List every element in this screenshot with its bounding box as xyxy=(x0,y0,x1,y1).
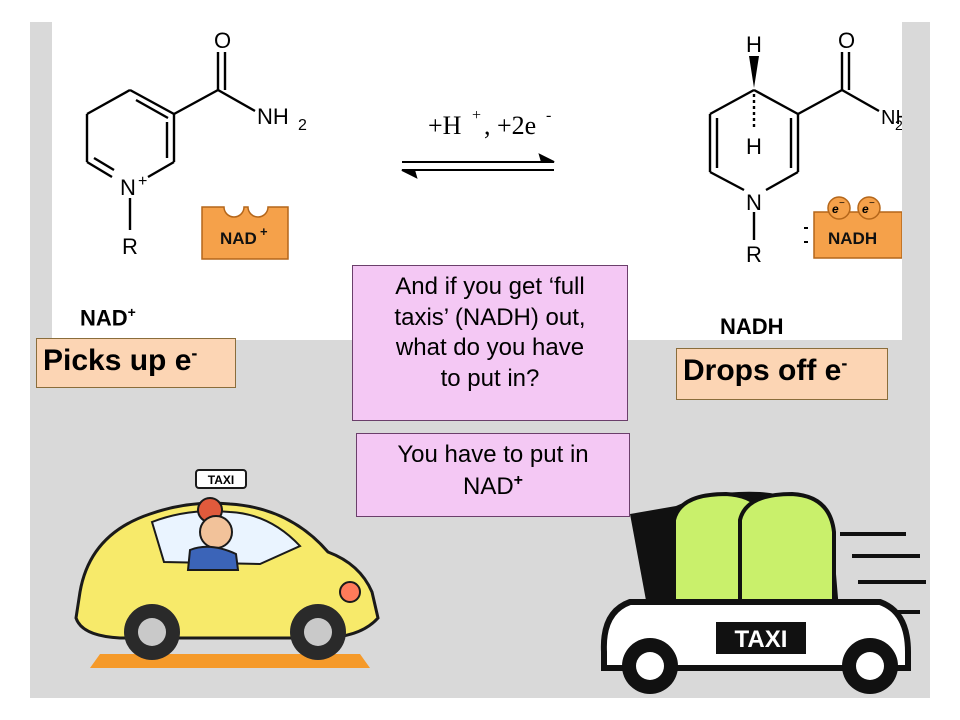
nadh-name-label: NADH xyxy=(720,314,784,340)
drops-off-sup: - xyxy=(841,353,848,373)
taxi-plate-label: TAXI xyxy=(735,626,788,653)
taxi-hubcap-front xyxy=(304,618,332,646)
nadh-amide-subscript: 2 xyxy=(895,117,902,133)
taxi-sign xyxy=(195,469,247,489)
answer-box: You have to put in NAD+ xyxy=(356,433,630,517)
nadh-tag-label: NADH xyxy=(828,229,877,248)
answer-line-1: You have to put in xyxy=(397,441,589,468)
nad-tag-icon xyxy=(201,206,289,260)
nadh-h-bottom: H xyxy=(746,134,762,159)
drops-off-text: Drops off e xyxy=(683,354,842,387)
nadh-ring-n: N xyxy=(746,190,762,215)
nadh-electron-1-sup: − xyxy=(839,198,845,209)
driver-shirt xyxy=(186,545,240,571)
answer-line-2: NAD+ xyxy=(357,471,629,503)
yellow-taxi-illustration: TAXI xyxy=(74,469,380,668)
nad-ring-plus: + xyxy=(138,173,147,190)
nad-amide-subscript: 2 xyxy=(298,117,307,134)
taxi-plate xyxy=(716,622,806,654)
picks-up-sup: - xyxy=(191,343,198,363)
driver-face xyxy=(199,515,233,549)
taxi-sign-label: TAXI xyxy=(208,473,234,487)
picks-up-text: Picks up e xyxy=(43,344,192,377)
question-line-2: taxis’ (NADH) out, xyxy=(394,303,586,331)
nad-structure xyxy=(85,52,256,230)
nadh-electron-2: e xyxy=(862,202,869,216)
nad-name-label: NAD+ xyxy=(80,304,136,331)
nadh-tag-icon xyxy=(804,196,903,259)
nad-ring-n: N xyxy=(120,175,136,200)
nad-amide-nh: NH xyxy=(257,104,289,129)
nadh-r-group: R xyxy=(746,242,762,267)
reaction-plus-h: +H xyxy=(428,111,462,140)
nadh-h-top: H xyxy=(746,32,762,57)
question-line-3: what do you have xyxy=(395,334,585,362)
picks-up-callout: Picks up e- xyxy=(36,338,236,388)
answer-line-2-text: NAD xyxy=(462,472,514,500)
drops-off-callout: Drops off e- xyxy=(676,348,888,400)
nadh-electron-1: e xyxy=(832,202,839,216)
reaction-plus-e: , +2e xyxy=(484,111,536,140)
reaction-diagram: O NH 2 N + R NAD + +H + , +2e - xyxy=(85,28,910,267)
passenger-right xyxy=(738,491,836,632)
taxi-hub-left xyxy=(636,652,664,680)
question-line-1: And if you get ‘full xyxy=(395,273,585,300)
nad-name-text: NAD xyxy=(80,305,128,331)
reaction-plus-e-sup: - xyxy=(546,107,551,124)
nadh-wedge-bond xyxy=(749,56,759,88)
nad-r-group: R xyxy=(122,234,138,259)
taxi-headlight xyxy=(339,581,361,603)
taxi-hub-right xyxy=(856,652,884,680)
taxi-hubcap-rear xyxy=(138,618,166,646)
equilibrium-arrows xyxy=(401,153,555,179)
nad-tag-label: NAD xyxy=(220,229,257,248)
question-line-4: to put in? xyxy=(440,365,540,393)
question-box: And if you get ‘full taxis’ (NADH) out, … xyxy=(352,265,628,421)
nad-name-sup: + xyxy=(127,304,136,320)
reaction-plus-h-sup: + xyxy=(472,107,481,124)
nad-carbonyl-o: O xyxy=(214,28,231,53)
green-taxi-illustration: TAXI xyxy=(600,491,926,694)
nadh-structure xyxy=(708,52,880,240)
nad-tag-sup: + xyxy=(260,224,268,239)
nadh-carbonyl-o: O xyxy=(838,28,855,53)
nadh-electron-2-sup: − xyxy=(869,198,875,209)
answer-line-2-sup: + xyxy=(513,471,523,489)
nadh-name-text: NADH xyxy=(720,314,784,339)
slide-background: O NH 2 N + R NAD + +H + , +2e - xyxy=(30,22,930,698)
